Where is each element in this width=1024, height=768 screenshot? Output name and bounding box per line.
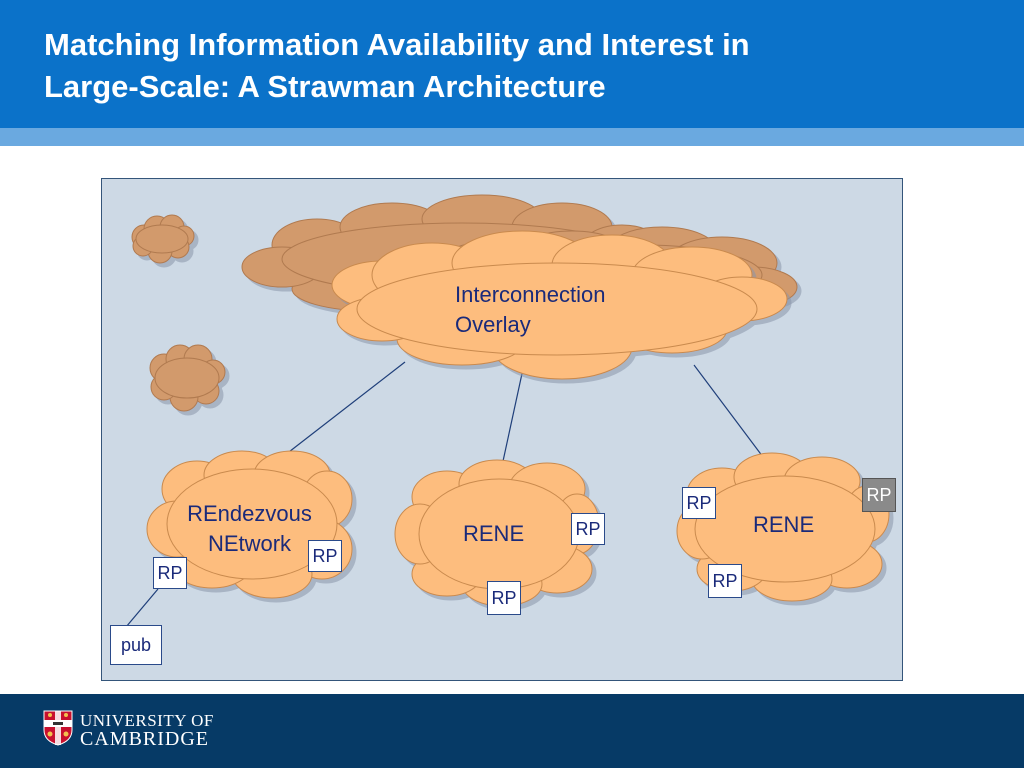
interconnection-overlay-cloud [331,230,788,380]
rp-node: RP [682,487,716,519]
small-cloud-top [131,214,195,264]
line-overlay-to-left-rene [275,361,406,463]
rene-left-label: REndezvous NEtwork [172,499,327,559]
rene-left-label-line-1: REndezvous [187,501,312,526]
slide-header: Matching Information Availability and In… [0,0,1024,128]
rene-right-label: RENE [753,512,815,537]
rp-node: RP [308,540,342,572]
slide-title: Matching Information Availability and In… [44,24,984,108]
pub-node: pub [110,625,162,665]
slide-footer: UNIVERSITY OF CAMBRIDGE [0,694,1024,768]
rp-node: RP [153,557,187,589]
logo-line-2: CAMBRIDGE [80,728,210,750]
line-overlay-to-middle-rene [499,368,524,476]
overlay-label: Interconnection Overlay [455,280,605,340]
overlay-label-line-1: Interconnection [455,282,606,307]
logo-line-1: UNIVERSITY OF [80,711,214,730]
rene-left-label-line-2: NEtwork [207,531,292,556]
architecture-diagram: Interconnection Overlay REndezvous NEtwo… [101,178,903,681]
title-line-2: Large-Scale: A Strawman Architecture [44,69,606,104]
rp-node: RP [487,581,521,615]
line-overlay-to-right-rene [693,364,767,462]
overlay-label-line-2: Overlay [455,312,531,337]
university-logo-text: UNIVERSITY OF CAMBRIDGE [80,711,214,749]
small-cloud-bottom [149,344,226,412]
diagram-canvas [120,194,890,634]
university-crest-icon [43,710,73,746]
rene-middle-label: RENE [463,521,525,546]
title-line-1: Matching Information Availability and In… [44,27,750,62]
header-accent-strip [0,128,1024,146]
rp-node: RP [571,513,605,545]
rene-cloud-middle [394,459,600,607]
rp-node: RP [708,564,742,598]
rp-node-highlighted: RP [862,478,896,512]
